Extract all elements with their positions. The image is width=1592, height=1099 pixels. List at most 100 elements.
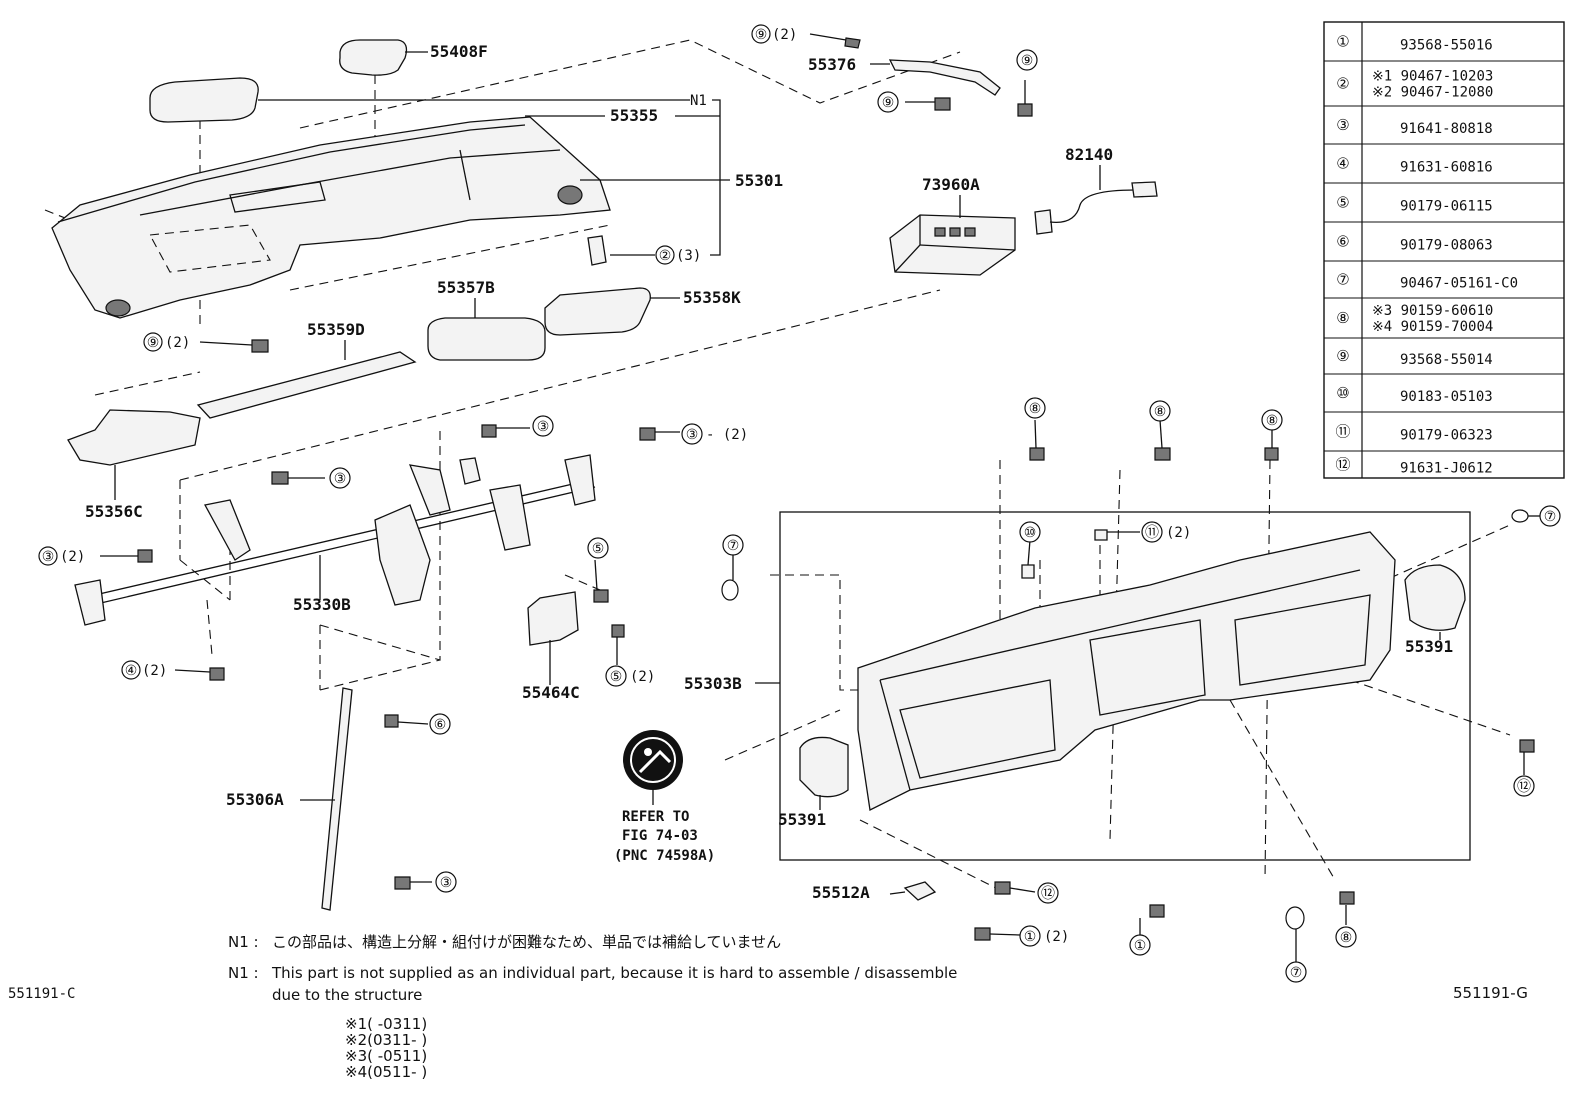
ref-4-qty: (2) bbox=[142, 663, 167, 679]
airbag-ref-line1: REFER TO bbox=[622, 809, 689, 825]
airbag-ref-line2: FIG 74-03 bbox=[622, 828, 698, 844]
callout-55512A: 55512A bbox=[812, 883, 870, 902]
ref-6-circle: ⑥ bbox=[434, 717, 447, 733]
callout-55306A: 55306A bbox=[226, 790, 284, 809]
ref-3-circle: ③ bbox=[537, 419, 550, 435]
callout-55301: 55301 bbox=[735, 171, 783, 190]
ref-9-circle: ⑨ bbox=[147, 335, 160, 351]
ref-3-circle: ③ bbox=[334, 471, 347, 487]
callout-55303B: 55303B bbox=[684, 674, 742, 693]
ref-12-circle: ⑫ bbox=[1041, 886, 1055, 902]
pad-55355 bbox=[149, 77, 259, 123]
ref-2-circle: ② bbox=[659, 248, 672, 264]
parts-table-part-number: 91631-60816 bbox=[1400, 160, 1493, 176]
ref-4-circle: ④ bbox=[125, 663, 138, 679]
parts-table-part-number: 90183-05103 bbox=[1400, 389, 1493, 405]
pad-55356C bbox=[67, 409, 201, 466]
ref-3-circle: ③ bbox=[686, 427, 699, 443]
callout-55464C: 55464C bbox=[522, 683, 580, 702]
ref-9-circle: ⑨ bbox=[755, 27, 768, 43]
harness-82140 bbox=[1034, 181, 1158, 235]
ref-8-circle: ⑧ bbox=[1154, 404, 1167, 420]
callout-55357B: 55357B bbox=[437, 278, 495, 297]
parts-table-ref-number: ④ bbox=[1336, 155, 1349, 173]
parts-table-ref-number: ③ bbox=[1336, 116, 1349, 134]
callout-55356C: 55356C bbox=[85, 502, 143, 521]
pad-55359D bbox=[196, 351, 417, 419]
callout-55330B: 55330B bbox=[293, 595, 351, 614]
parts-table-ref-number: ⑫ bbox=[1335, 456, 1350, 474]
callout-55391-left: 55391 bbox=[778, 810, 826, 829]
parts-table-part-number: 90179-06115 bbox=[1400, 199, 1493, 215]
part-callouts: 55408F 55376 N1 55355 55301 82140 73960A… bbox=[85, 42, 1453, 902]
figure-id-left: 551191-C bbox=[8, 986, 75, 1002]
note-n1-en-line1: This part is not supplied as an individu… bbox=[271, 964, 957, 982]
ref-3-circle: ③ bbox=[440, 875, 453, 891]
brace-55306A bbox=[321, 687, 353, 911]
circled-refs: ⑨ (2) ⑨ ⑨ ② (3) ⑨ (2) ③ ③ - (2) ③ ③ (2) … bbox=[38, 24, 1561, 983]
ref-9-qty: (2) bbox=[772, 27, 797, 43]
footnote: ※1( -0311) bbox=[345, 1015, 427, 1033]
ref-11-circle: ⑪ bbox=[1145, 525, 1159, 541]
parts-table-frame bbox=[1323, 21, 1565, 479]
parts-table-ref-number: ⑥ bbox=[1336, 233, 1349, 251]
ref-7-circle: ⑦ bbox=[1290, 965, 1303, 981]
note-n1-en-line2: due to the structure bbox=[272, 986, 422, 1004]
parts-table-part-number: 93568-55016 bbox=[1400, 38, 1493, 54]
leader-lines bbox=[100, 33, 1540, 962]
ref-7-circle: ⑦ bbox=[727, 538, 740, 554]
ref-1-circle: ① bbox=[1134, 938, 1147, 954]
parts-table-ref-number: ⑦ bbox=[1336, 271, 1349, 289]
callout-55376: 55376 bbox=[808, 55, 856, 74]
ref-8-circle: ⑧ bbox=[1266, 413, 1279, 429]
parts-table-part-number: ※3 90159-60610 bbox=[1372, 303, 1493, 319]
callout-55355: 55355 bbox=[610, 106, 658, 125]
fastener-icons bbox=[137, 37, 1535, 941]
airbag-reference-icon bbox=[623, 730, 683, 790]
pad-55391-right bbox=[1404, 564, 1466, 631]
bracket-55464C bbox=[527, 591, 579, 646]
callout-N1: N1 bbox=[690, 93, 707, 109]
note-n1-label: N1 : bbox=[228, 933, 259, 951]
airbag-ref-line3: (PNC 74598A) bbox=[614, 848, 715, 864]
ref-3-circle: ③ bbox=[42, 549, 55, 565]
parts-table: ① 93568-55016 ② ※1 90467-10203※2 90467-1208… bbox=[1323, 21, 1565, 479]
parts-table-part-number: 90179-06323 bbox=[1400, 428, 1493, 444]
frame-box-55303B bbox=[779, 511, 1471, 861]
ref-11-qty: (2) bbox=[1166, 525, 1191, 541]
figure-id-right: 551191-G bbox=[1453, 984, 1528, 1002]
parts-table-ref-number: ⑨ bbox=[1336, 347, 1349, 365]
clip-2 bbox=[587, 235, 607, 266]
ref-1-circle: ① bbox=[1024, 929, 1037, 945]
pad-55358K bbox=[544, 287, 651, 336]
ref-3-qty: (2) bbox=[60, 549, 85, 565]
frame-55303B bbox=[857, 531, 1396, 811]
parts-table-part-number: ※2 90467-12080 bbox=[1372, 85, 1493, 101]
footnotes: ※1( -0311) ※2(0311- ) ※3( -0511) ※4(0511… bbox=[345, 1015, 427, 1081]
parts-table-ref-number: ① bbox=[1336, 33, 1349, 51]
callout-55358K: 55358K bbox=[683, 288, 741, 307]
ref-10-circle: ⑩ bbox=[1024, 525, 1037, 541]
ref-1-qty: (2) bbox=[1044, 929, 1069, 945]
footnote: ※3( -0511) bbox=[345, 1047, 427, 1065]
bracket-55376 bbox=[888, 59, 1001, 96]
parts-table-part-number: 90467-05161-C0 bbox=[1400, 276, 1518, 292]
pad-55357B bbox=[427, 317, 546, 361]
note-n1-en-label: N1 : bbox=[228, 964, 259, 982]
ref-3-qty: - (2) bbox=[706, 427, 748, 443]
callout-55359D: 55359D bbox=[307, 320, 365, 339]
parts-table-part-number: 91641-80818 bbox=[1400, 121, 1493, 137]
callout-55391-right: 55391 bbox=[1405, 637, 1453, 656]
ref-8-circle: ⑧ bbox=[1340, 930, 1353, 946]
parts-table-ref-number: ⑩ bbox=[1336, 384, 1349, 402]
ref-5-circle: ⑤ bbox=[610, 669, 623, 685]
airbag-73960A bbox=[889, 214, 1016, 276]
parts-table-ref-number: ② bbox=[1336, 75, 1349, 93]
parts-table-part-number: 90179-08063 bbox=[1400, 238, 1493, 254]
parts-table-part-number: ※1 90467-10203 bbox=[1372, 69, 1493, 85]
ref-9-circle: ⑨ bbox=[1021, 53, 1034, 69]
parts-table-part-number: 93568-55014 bbox=[1400, 352, 1493, 368]
ref-9-circle: ⑨ bbox=[882, 95, 895, 111]
cover-55408F bbox=[339, 39, 408, 76]
